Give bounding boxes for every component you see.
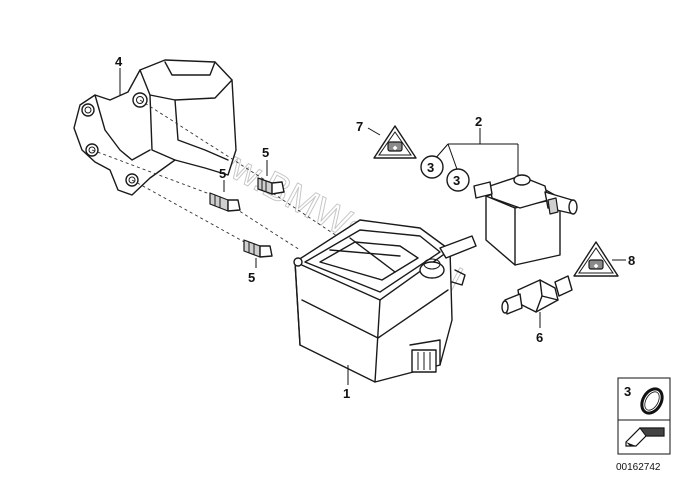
- callout-2: 2: [475, 114, 482, 129]
- label-glyph-7: ◆: [393, 146, 398, 152]
- callout-1: 1: [343, 386, 350, 401]
- legend-o-ring-icon: [640, 387, 664, 415]
- leader-7: [367, 127, 381, 136]
- callout-5-lower: 5: [248, 270, 255, 285]
- label-glyph-8: ◆: [594, 264, 599, 270]
- part-5-bolt-middle[interactable]: [209, 192, 241, 212]
- part-7-warning-label[interactable]: ◆: [373, 125, 417, 159]
- part-1-housing[interactable]: [293, 219, 477, 383]
- legend-arrow-icon: [625, 427, 665, 447]
- part-2-heater-unit[interactable]: [473, 174, 578, 266]
- leader-2: [433, 128, 519, 175]
- callout-3-b: 3: [453, 173, 460, 188]
- part-8-warning-label[interactable]: ◆: [573, 241, 619, 277]
- part-6-sensor[interactable]: [501, 275, 573, 315]
- callout-3-circle-a: 3: [420, 155, 444, 179]
- callout-4: 4: [115, 54, 123, 69]
- callout-5-middle: 5: [219, 166, 226, 181]
- part-5-bolt-upper[interactable]: [257, 177, 285, 195]
- callout-6: 6: [536, 330, 543, 345]
- callout-3-circle-b: 3: [446, 168, 470, 192]
- part-5-bolt-lower[interactable]: [243, 239, 273, 258]
- document-number: 00162742: [616, 462, 661, 473]
- legend-item-number: 3: [624, 384, 631, 399]
- callout-8: 8: [628, 253, 635, 268]
- callout-3-a: 3: [427, 160, 434, 175]
- callout-7: 7: [356, 119, 363, 134]
- legend-box: 3: [617, 377, 671, 455]
- alignment-lines: [91, 99, 341, 251]
- callout-5-upper: 5: [262, 145, 269, 160]
